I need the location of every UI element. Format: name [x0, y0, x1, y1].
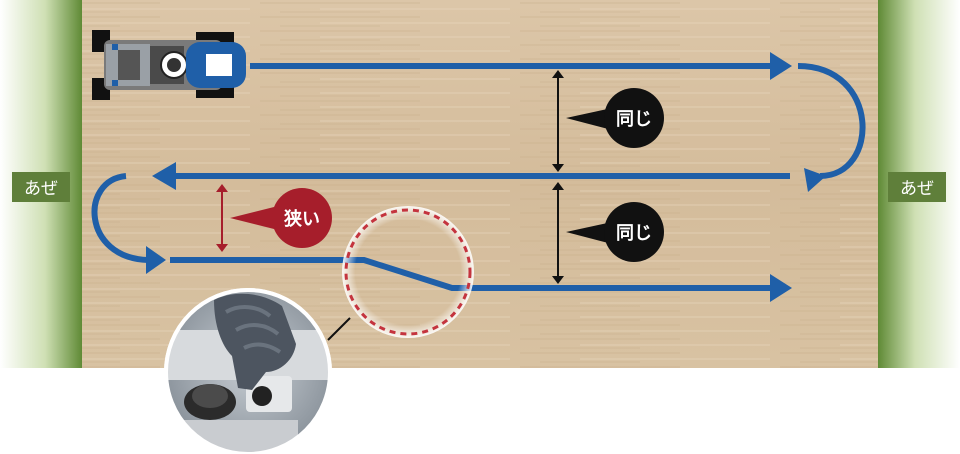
arrowhead-row-3: [770, 274, 792, 302]
path-arrowheads: [146, 52, 826, 302]
same-badge-upper: 同じ: [566, 88, 664, 148]
arrowhead-turn-right: [804, 168, 826, 192]
zoom-highlight-circle: [342, 206, 474, 338]
tractor-icon: [92, 30, 246, 100]
right-ridge-text: あぜ: [900, 179, 934, 199]
narrow-badge: 狭い: [230, 188, 332, 248]
right-ridge-label: あぜ: [888, 172, 946, 202]
gloved-hand-joystick-icon: [164, 288, 332, 454]
arrowhead-row-2: [152, 162, 176, 190]
path-turn-left: [91, 173, 149, 263]
same-badge-lower: 同じ: [566, 202, 664, 262]
arrowhead-row-1: [770, 52, 792, 80]
narrow-text: 狭い: [283, 208, 320, 230]
dimension-narrow: [216, 184, 228, 252]
zoom-pointer-line: [327, 317, 351, 341]
left-ridge-text: あぜ: [24, 179, 58, 199]
travel-path: [91, 63, 866, 291]
dimension-lower: [552, 182, 564, 284]
same-upper-text: 同じ: [616, 109, 652, 130]
arrowhead-turn-left: [146, 246, 166, 274]
dimension-upper: [552, 70, 564, 172]
path-turn-right: [797, 63, 866, 179]
same-lower-text: 同じ: [616, 223, 652, 244]
left-ridge-label: あぜ: [12, 172, 70, 202]
